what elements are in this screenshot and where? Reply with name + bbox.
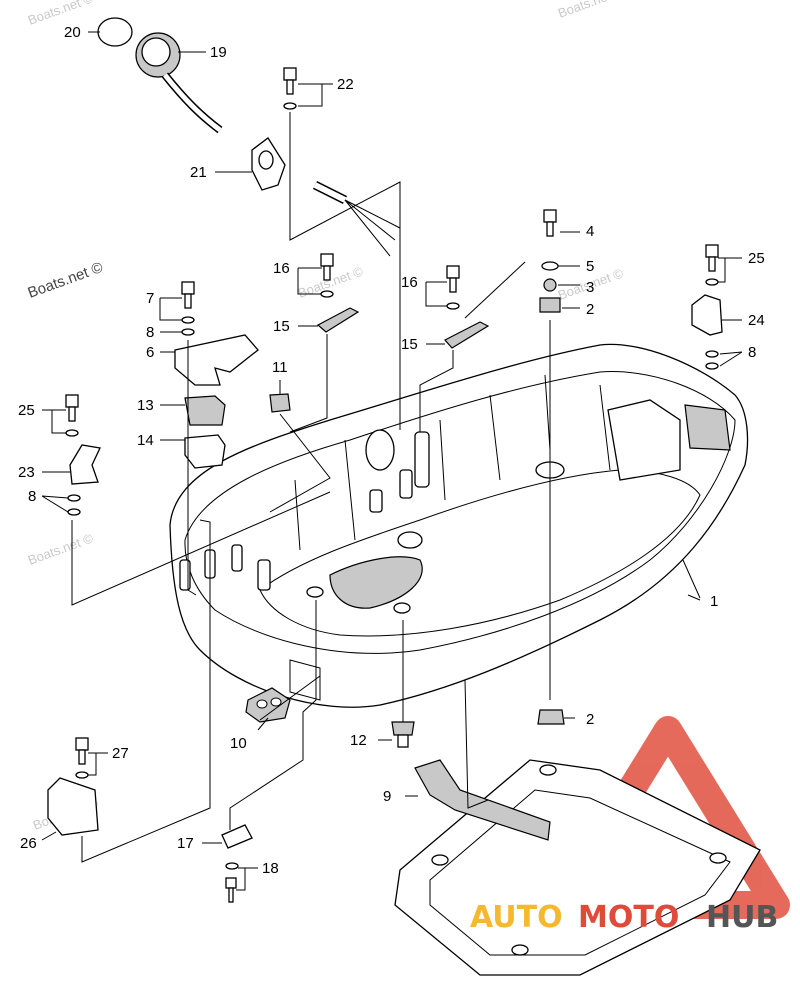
assembly-lines [71,112,551,863]
brand-hub: HUB [706,900,778,935]
watermark-main: Boats.net © [26,259,106,302]
callout-2-top: 2 [586,301,594,318]
callout-25-right: 25 [748,250,765,267]
callout-16-right: 16 [401,274,418,291]
callout-5: 5 [586,258,594,275]
watermark-faint: Boats.net © [556,0,626,21]
callout-25-left: 25 [18,402,35,419]
callout-22: 22 [337,76,354,93]
callout-labels: 1 2 2 3 4 5 6 7 8 8 8 9 10 11 12 13 14 1… [18,24,765,877]
callout-13: 13 [137,397,154,414]
callout-19: 19 [210,44,227,61]
exhaust-plate [394,759,761,976]
pad-part [316,307,360,333]
callout-21: 21 [190,164,207,181]
callout-20: 20 [64,24,81,41]
o-ring-part [97,17,133,47]
lower-cowling-body [169,343,749,708]
callout-10: 10 [230,735,247,752]
callout-8-left: 8 [146,324,154,341]
callout-15-left: 15 [273,318,290,335]
callout-8-lower-left: 8 [28,488,36,505]
callout-27: 27 [112,745,129,762]
callout-1: 1 [710,593,718,610]
callout-4: 4 [586,223,594,240]
callout-14: 14 [137,432,154,449]
callout-23: 23 [18,464,35,481]
callout-8-right: 8 [748,344,756,361]
brand-moto: MOTO [578,900,679,935]
brand-auto: AUTO [470,900,563,935]
callout-11: 11 [272,359,288,376]
callout-6: 6 [146,344,154,361]
callout-3: 3 [586,279,594,296]
watermark-faint: Boats.net © [26,530,96,568]
bracket-part [174,334,259,386]
callout-7: 7 [146,290,154,307]
callout-2-bottom: 2 [586,711,594,728]
callout-24: 24 [748,312,765,329]
callout-15-right: 15 [401,336,418,353]
wire-harness [312,180,401,257]
callout-12: 12 [350,732,367,749]
callout-17: 17 [177,835,194,852]
callout-18: 18 [262,860,279,877]
watermark-faint: Boats.net © [26,0,96,28]
callout-16-left: 16 [273,260,290,277]
leader-lines [41,31,743,891]
grommet-part [135,32,223,134]
brand-wordmark: AUTO MOTO HUB [470,900,778,935]
callout-26: 26 [20,835,37,852]
callout-9: 9 [383,788,391,805]
